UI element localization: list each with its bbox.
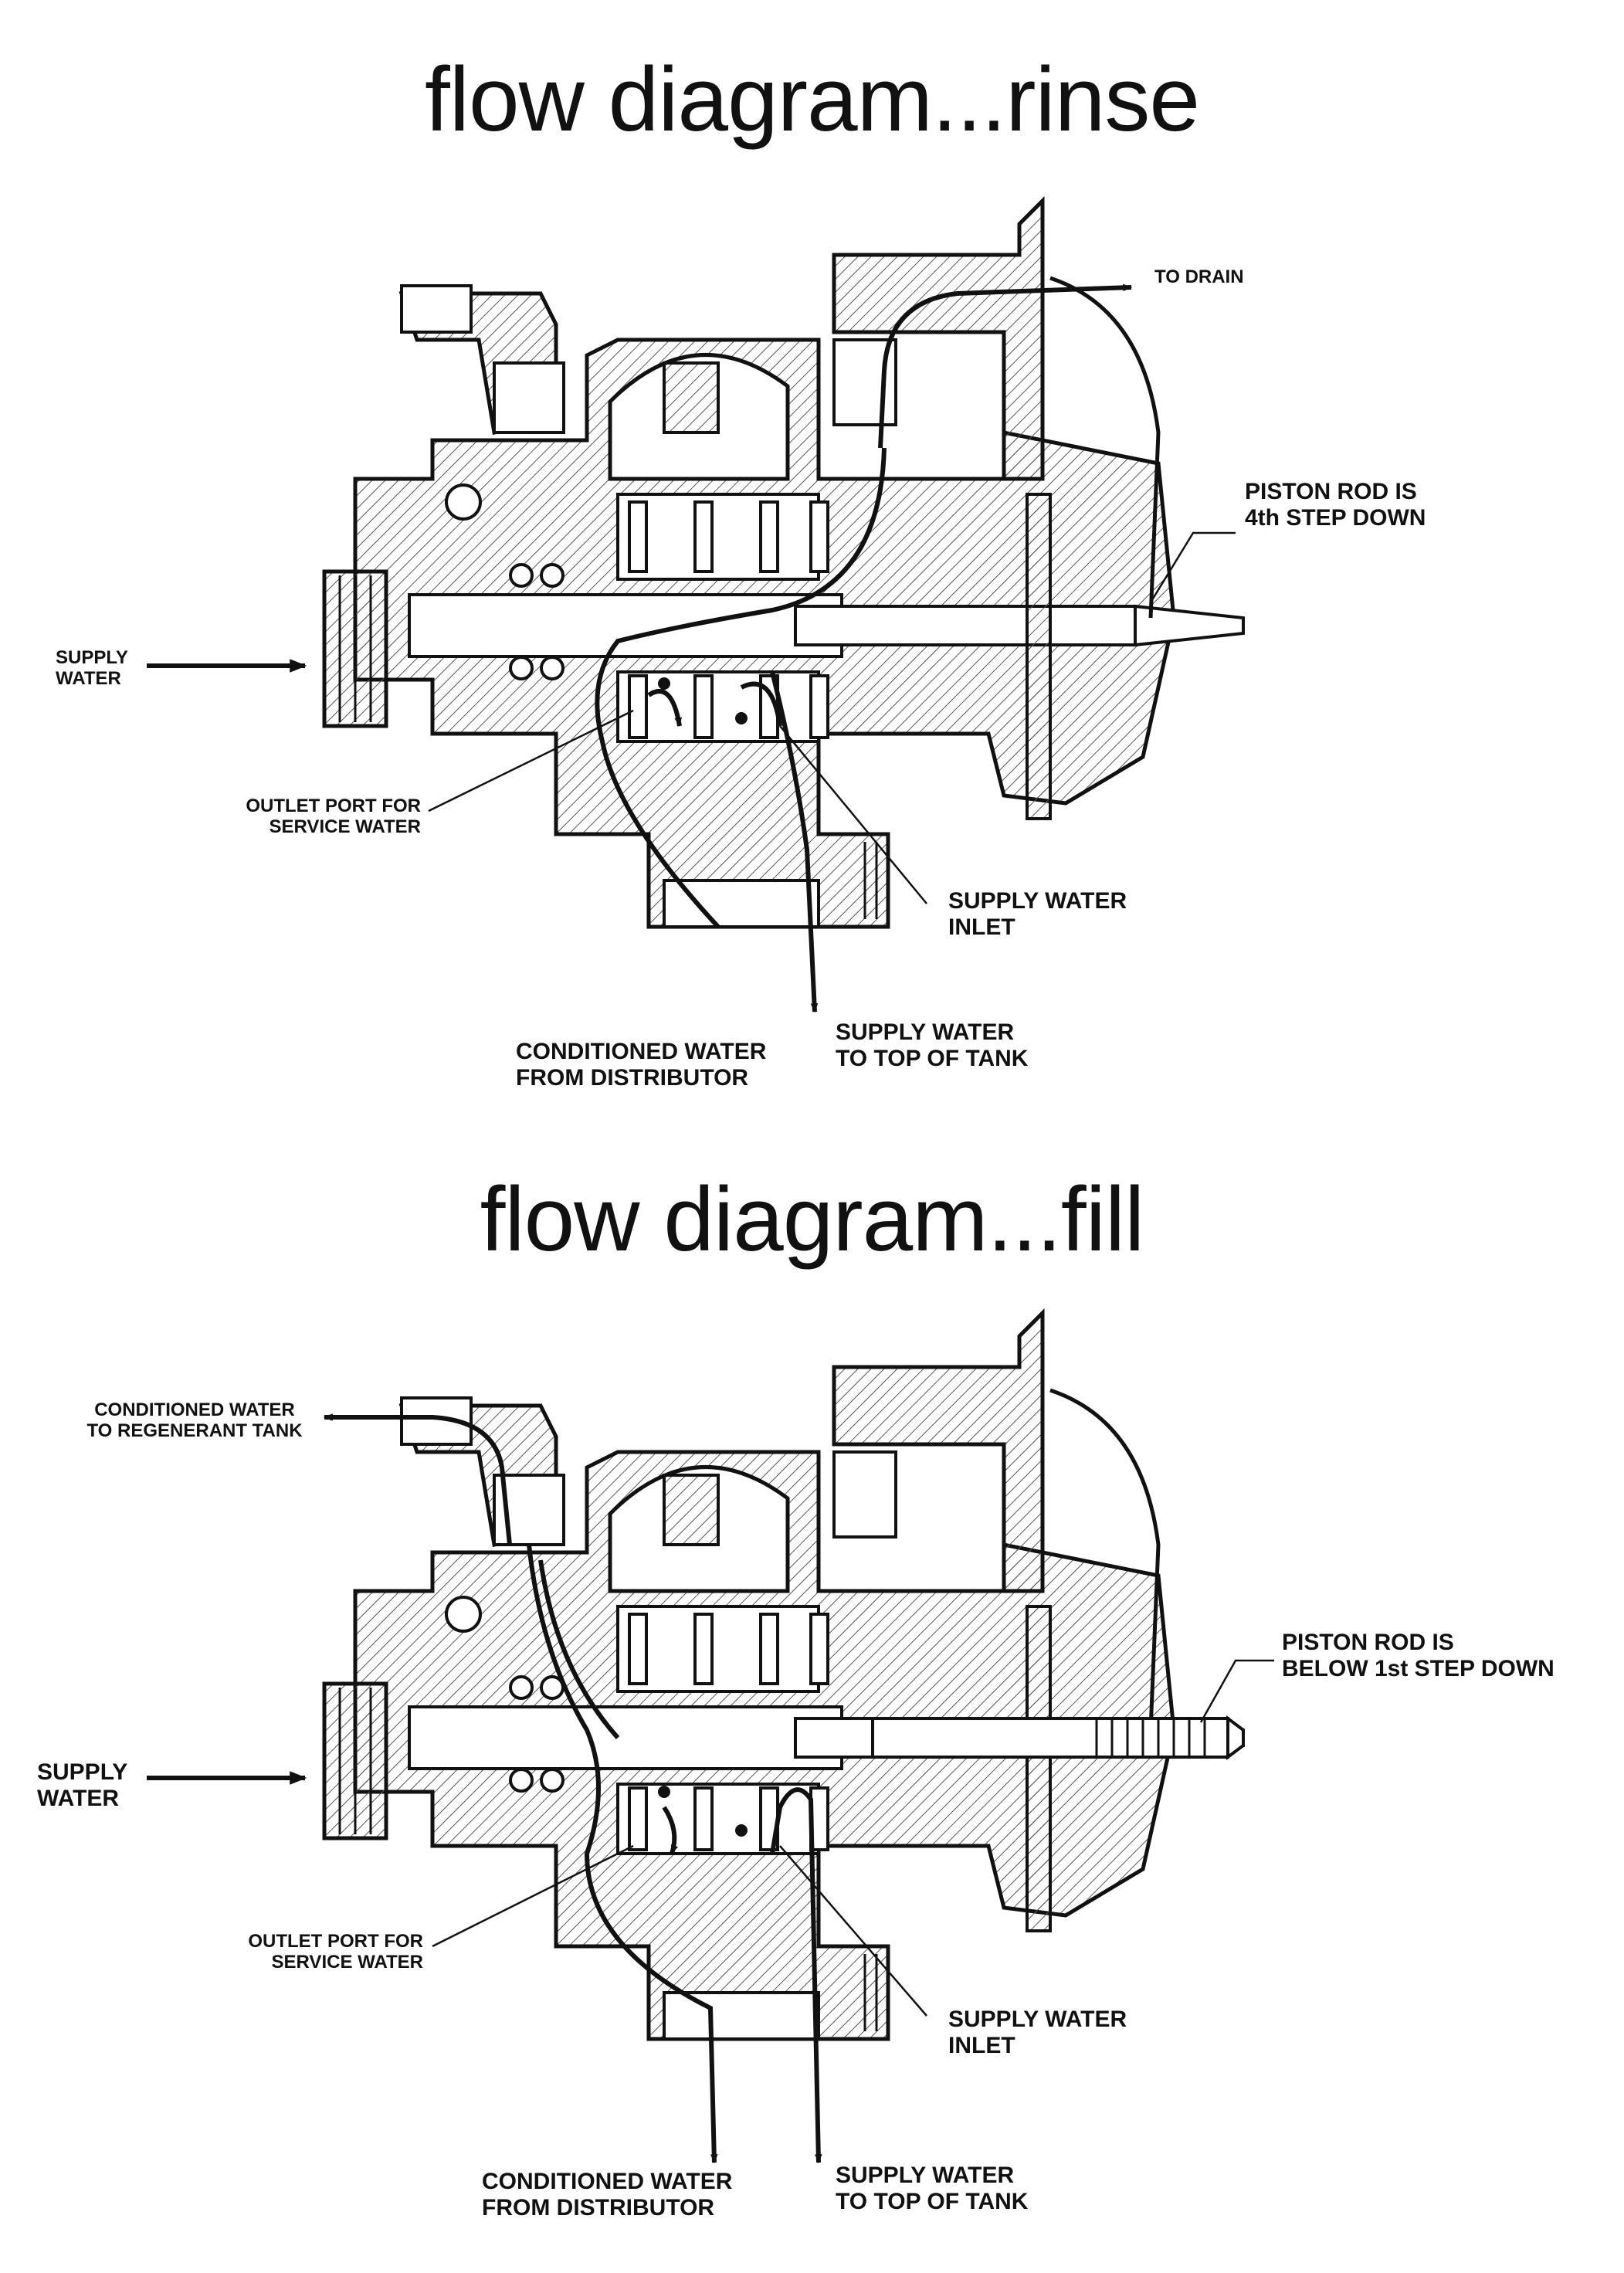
rinse-supply-label: SUPPLY WATER	[56, 647, 128, 689]
fill-piston-label: PISTON ROD IS BELOW 1st STEP DOWN	[1282, 1630, 1554, 1682]
fill-inlet-line2: INLET	[948, 2032, 1015, 2058]
rinse-supply-line1: SUPPLY	[56, 647, 128, 668]
rinse-outlet-line2: SERVICE WATER	[269, 816, 421, 838]
rinse-flow-paths	[595, 283, 1133, 1013]
fill-conditioned-line2: FROM DISTRIBUTOR	[482, 2194, 715, 2220]
fill-flow-dots	[658, 1786, 748, 1837]
fill-outlet-label: OUTLET PORT FOR SERVICE WATER	[232, 1931, 423, 1973]
fill-leader-lines	[432, 1659, 1274, 2017]
fill-top-tank-line1: SUPPLY WATER	[836, 2163, 1015, 2188]
rinse-inlet-label: SUPPLY WATER INLET	[948, 888, 1127, 941]
fill-supply-line2: WATER	[37, 1785, 120, 1811]
fill-valve-diagram	[147, 1112, 1274, 2164]
rinse-valve-diagram	[147, 0, 1624, 1013]
fill-conditioned-line1: CONDITIONED WATER	[482, 2169, 733, 2194]
rinse-inlet-line1: SUPPLY WATER	[948, 888, 1127, 914]
rinse-top-tank-label: SUPPLY WATER TO TOP OF TANK	[836, 1019, 1028, 1072]
rinse-to-drain-label: TO DRAIN	[1154, 266, 1244, 287]
fill-valve-body	[324, 1313, 1243, 2039]
rinse-conditioned-label: CONDITIONED WATER FROM DISTRIBUTOR	[516, 1039, 766, 1091]
rinse-top-tank-line1: SUPPLY WATER	[836, 1019, 1015, 1045]
fill-conditioned-label: CONDITIONED WATER FROM DISTRIBUTOR	[482, 2169, 732, 2221]
rinse-valve-body	[324, 201, 1243, 927]
rinse-conditioned-line2: FROM DISTRIBUTOR	[516, 1064, 749, 1091]
fill-top-tank-line2: TO TOP OF TANK	[836, 2188, 1029, 2214]
rinse-top-tank-line2: TO TOP OF TANK	[836, 1045, 1029, 1071]
rinse-conditioned-line1: CONDITIONED WATER	[516, 1039, 767, 1064]
fill-piston-line2: BELOW 1st STEP DOWN	[1282, 1655, 1554, 1681]
fill-regen-label: CONDITIONED WATER TO REGENERANT TANK	[86, 1399, 303, 1441]
fill-title: flow diagram...fill	[480, 1169, 1145, 1271]
fill-inlet-line1: SUPPLY WATER	[948, 2007, 1127, 2032]
rinse-inlet-line2: INLET	[948, 914, 1015, 940]
fill-outlet-line2: SERVICE WATER	[271, 1952, 423, 1973]
rinse-supply-line2: WATER	[56, 668, 121, 690]
rinse-flow-dots	[658, 677, 748, 724]
fill-flow-paths	[323, 1413, 822, 2164]
rinse-piston-line2: 4th STEP DOWN	[1245, 504, 1426, 531]
rinse-piston-line1: PISTON ROD IS	[1245, 479, 1417, 504]
fill-supply-line1: SUPPLY	[37, 1759, 128, 1785]
rinse-outlet-line1: OUTLET PORT FOR	[246, 796, 421, 816]
fill-regen-line2: TO REGENERANT TANK	[86, 1420, 303, 1442]
fill-supply-label: SUPPLY WATER	[37, 1759, 127, 1812]
fill-top-tank-label: SUPPLY WATER TO TOP OF TANK	[836, 2163, 1028, 2215]
rinse-leader-lines	[428, 531, 1236, 904]
rinse-title: flow diagram...rinse	[424, 49, 1200, 151]
rinse-outlet-label: OUTLET PORT FOR SERVICE WATER	[232, 796, 421, 837]
fill-outlet-line1: OUTLET PORT FOR	[248, 1931, 423, 1952]
fill-piston-line1: PISTON ROD IS	[1282, 1630, 1454, 1655]
rinse-piston-label: PISTON ROD IS 4th STEP DOWN	[1245, 479, 1426, 531]
fill-inlet-label: SUPPLY WATER INLET	[948, 2007, 1127, 2059]
fill-regen-line1: CONDITIONED WATER	[94, 1399, 295, 1420]
